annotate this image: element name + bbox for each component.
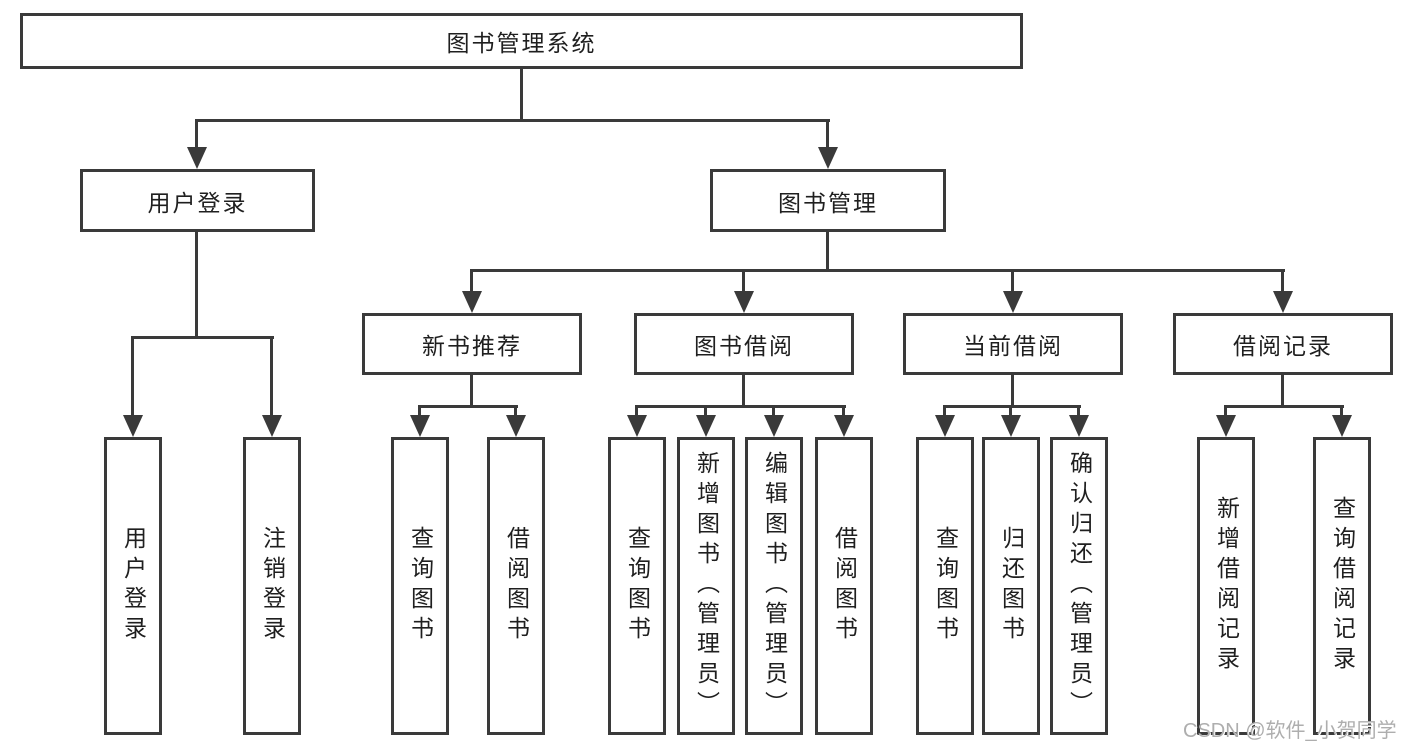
arrow-down-icon	[818, 147, 838, 169]
connector-line	[470, 375, 473, 405]
leaf-borrow-add-books-admin-box: 新增图书（管理员）	[677, 437, 735, 735]
connector-line	[1011, 269, 1014, 291]
group-current-borrow-box: 当前借阅	[903, 313, 1123, 375]
arrow-down-icon	[187, 147, 207, 169]
leaf-borrow-query-books-box: 查询图书	[608, 437, 666, 735]
connector-line	[418, 405, 518, 408]
leaf-current-confirm-return-admin-box: 确认归还（管理员）	[1050, 437, 1108, 735]
connector-line	[270, 336, 273, 415]
connector-line	[742, 269, 745, 291]
csdn-watermark: CSDN @软件_小贺同学	[1183, 720, 1397, 742]
connector-line	[1281, 375, 1284, 405]
connector-line	[195, 119, 198, 150]
leaf-borrow-add-books-admin-label: 新增图书（管理员）	[693, 451, 720, 721]
leaf-records-query-record-box: 查询借阅记录	[1313, 437, 1371, 735]
group-borrow-records-box: 借阅记录	[1173, 313, 1393, 375]
leaf-current-query-books-label: 查询图书	[932, 526, 959, 646]
arrow-down-icon	[627, 415, 647, 437]
connector-line	[1077, 405, 1080, 417]
connector-line	[842, 405, 845, 417]
connector-line	[1340, 405, 1343, 417]
connector-line	[514, 405, 517, 417]
arrow-down-icon	[834, 415, 854, 437]
group-borrow-records-label: 借阅记录	[1233, 333, 1333, 359]
leaf-recommend-borrow-books-label: 借阅图书	[503, 526, 530, 646]
arrow-down-icon	[1216, 415, 1236, 437]
connector-line	[470, 269, 473, 291]
branch-book-management-label: 图书管理	[778, 189, 878, 216]
leaf-records-query-record-label: 查询借阅记录	[1329, 496, 1356, 676]
leaf-records-add-record-label: 新增借阅记录	[1213, 496, 1240, 676]
arrow-down-icon	[696, 415, 716, 437]
leaf-recommend-borrow-books-box: 借阅图书	[487, 437, 545, 735]
arrow-down-icon	[1003, 291, 1023, 313]
arrow-down-icon	[1069, 415, 1089, 437]
arrow-down-icon	[734, 291, 754, 313]
connector-line	[943, 405, 946, 417]
arrow-down-icon	[1273, 291, 1293, 313]
connector-line	[195, 232, 198, 336]
connector-line	[826, 119, 829, 150]
leaf-current-query-books-box: 查询图书	[916, 437, 974, 735]
connector-line	[195, 119, 830, 122]
arrow-down-icon	[462, 291, 482, 313]
root-label: 图书管理系统	[446, 30, 597, 56]
connector-line	[1009, 405, 1012, 417]
leaf-logout-label: 注销登录	[259, 526, 286, 646]
group-new-book-recommend-label: 新书推荐	[422, 333, 522, 359]
group-book-borrow-label: 图书借阅	[694, 333, 794, 359]
leaf-records-add-record-box: 新增借阅记录	[1197, 437, 1255, 735]
connector-line	[131, 336, 274, 339]
leaf-recommend-query-books-box: 查询图书	[391, 437, 449, 735]
connector-line	[826, 232, 829, 269]
leaf-current-return-books-box: 归还图书	[982, 437, 1040, 735]
connector-line	[131, 336, 134, 415]
branch-user-login-box: 用户登录	[80, 169, 315, 232]
connector-line	[520, 69, 523, 119]
connector-line	[1224, 405, 1344, 408]
group-new-book-recommend-box: 新书推荐	[362, 313, 582, 375]
arrow-down-icon	[1001, 415, 1021, 437]
leaf-logout-box: 注销登录	[243, 437, 301, 735]
arrow-down-icon	[935, 415, 955, 437]
leaf-borrow-edit-books-admin-label: 编辑图书（管理员）	[761, 451, 788, 721]
connector-line	[704, 405, 707, 417]
group-book-borrow-box: 图书借阅	[634, 313, 854, 375]
arrow-down-icon	[410, 415, 430, 437]
group-current-borrow-label: 当前借阅	[963, 333, 1063, 359]
leaf-user-login-box: 用户登录	[104, 437, 162, 735]
arrow-down-icon	[1332, 415, 1352, 437]
leaf-borrow-query-books-label: 查询图书	[624, 526, 651, 646]
connector-line	[1281, 269, 1284, 291]
connector-line	[635, 405, 638, 417]
leaf-user-login-label: 用户登录	[120, 526, 147, 646]
connector-line	[1224, 405, 1227, 417]
connector-line	[943, 405, 1081, 408]
branch-book-management-box: 图书管理	[710, 169, 946, 232]
branch-user-login-label: 用户登录	[147, 189, 248, 216]
connector-line	[1011, 375, 1014, 405]
leaf-recommend-query-books-label: 查询图书	[407, 526, 434, 646]
connector-line	[418, 405, 421, 417]
connector-line	[772, 405, 775, 417]
arrow-down-icon	[262, 415, 282, 437]
leaf-current-return-books-label: 归还图书	[998, 526, 1025, 646]
connector-line	[470, 269, 1285, 272]
leaf-borrow-edit-books-admin-box: 编辑图书（管理员）	[745, 437, 803, 735]
connector-line	[742, 375, 745, 405]
arrow-down-icon	[506, 415, 526, 437]
root-box: 图书管理系统	[20, 13, 1023, 69]
arrow-down-icon	[123, 415, 143, 437]
connector-line	[635, 405, 846, 408]
leaf-current-confirm-return-admin-label: 确认归还（管理员）	[1066, 451, 1093, 721]
leaf-borrow-borrow-books-box: 借阅图书	[815, 437, 873, 735]
arrow-down-icon	[764, 415, 784, 437]
leaf-borrow-borrow-books-label: 借阅图书	[831, 526, 858, 646]
